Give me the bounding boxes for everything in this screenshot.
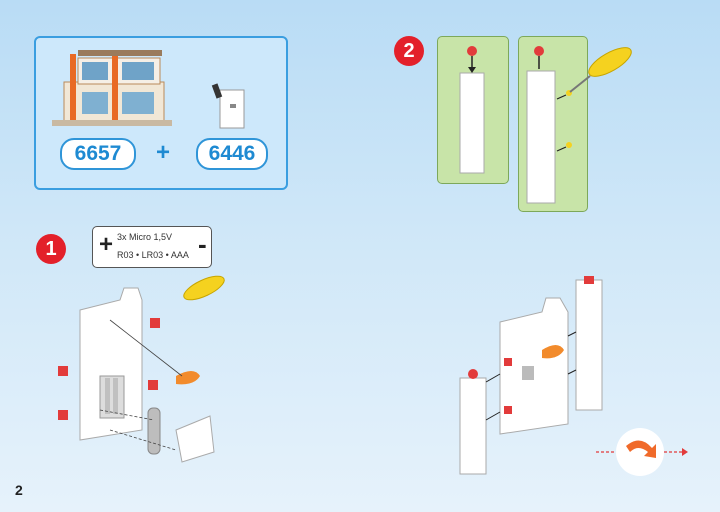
set-box: 6657 + 6446 (34, 36, 288, 190)
final-assembly-illustration (459, 276, 603, 475)
page-number: 2 (15, 482, 23, 498)
screwdriver-icon-step1 (183, 275, 225, 301)
building-illustration (52, 50, 172, 126)
battery-spec-line1: 3x Micro 1,5V (117, 232, 173, 242)
pillar-illustration (459, 46, 485, 174)
battery-spec-line2: R03 • LR03 • AAA (117, 250, 189, 260)
plus-sign: + (156, 139, 171, 166)
set-number-6446: 6446 (196, 138, 268, 170)
door-module-illustration (211, 83, 245, 129)
battery-module-assembly (58, 287, 215, 463)
step-2-panel-before (437, 36, 509, 184)
step-1-badge: 1 (36, 234, 66, 264)
battery-plus-sign: + (99, 231, 114, 258)
battery-spec-label: + - 3x Micro 1,5V R03 • LR03 • AAA (92, 226, 212, 268)
set-number-6657: 6657 (60, 138, 136, 170)
battery-minus-sign: - (198, 229, 207, 259)
step-2-badge: 2 (394, 36, 424, 66)
rotate-arrow-icon (596, 428, 688, 476)
screwdriver-icon (569, 47, 632, 93)
